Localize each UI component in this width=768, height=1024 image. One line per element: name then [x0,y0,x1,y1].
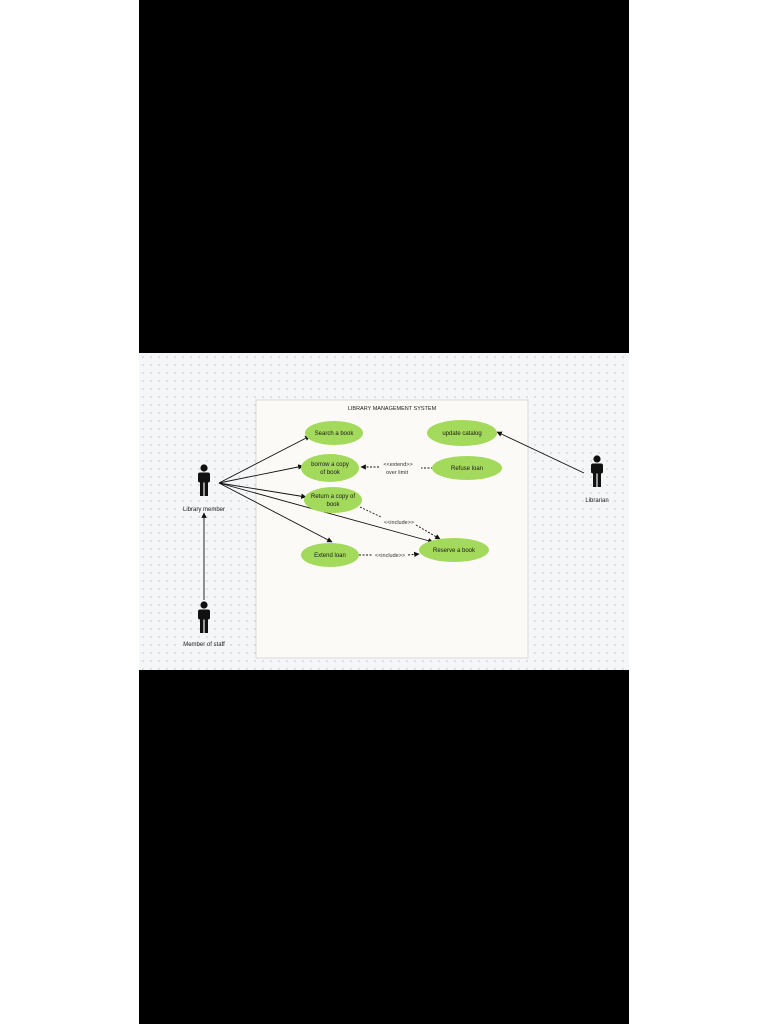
use-case-refuse-loan[interactable]: Refuse loan [432,456,502,480]
extend-stereotype: <<extend>> [383,462,412,468]
assoc-member-return [218,482,307,499]
actor-library-member-label: Library member [183,507,225,513]
actor-member-of-staff-label: Member of staff [183,642,225,648]
include-return-reserve-b [415,524,441,540]
assoc-librarian-catalog [496,431,585,474]
actor-member-of-staff-icon[interactable] [198,601,210,633]
svg-text:Extend loan: Extend loan [314,553,346,559]
svg-text:borrow a copy: borrow a copy [311,462,349,468]
assoc-member-extend [218,482,333,543]
use-case-extend-loan[interactable]: Extend loan [301,543,359,567]
actor-library-member-icon[interactable] [198,464,210,496]
actor-librarian-label: Librarian [585,498,608,504]
extend-condition: over limit [386,470,408,476]
include-stereotype-2: <<include>> [375,553,405,559]
include-extend-reserve-b [407,551,420,558]
svg-text:Return a copy of: Return a copy of [311,494,355,500]
svg-text:Search a book: Search a book [315,431,355,437]
use-case-borrow-copy[interactable]: borrow a copy of book [301,454,359,482]
use-case-return-copy[interactable]: Return a copy of book [304,487,362,513]
svg-text:update catalog: update catalog [442,431,481,437]
svg-text:of book: of book [320,470,341,476]
svg-text:Reserve a book: Reserve a book [433,548,476,554]
include-stereotype-1: <<include>> [384,520,414,526]
system-title: LIBRARY MANAGEMENT SYSTEM [348,406,437,412]
assoc-member-search [218,435,311,484]
use-case-diagram: LIBRARY MANAGEMENT SYSTEM <<extend>> ove… [183,399,609,659]
svg-text:Refuse loan: Refuse loan [451,466,483,472]
svg-text:book: book [326,502,340,508]
use-case-update-catalog[interactable]: update catalog [427,420,497,446]
assoc-member-borrow [218,464,304,484]
use-case-search-book[interactable]: Search a book [305,421,363,445]
actor-librarian-icon[interactable] [591,455,603,487]
use-case-reserve-book[interactable]: Reserve a book [419,538,489,562]
include-return-reserve-a [359,506,382,518]
